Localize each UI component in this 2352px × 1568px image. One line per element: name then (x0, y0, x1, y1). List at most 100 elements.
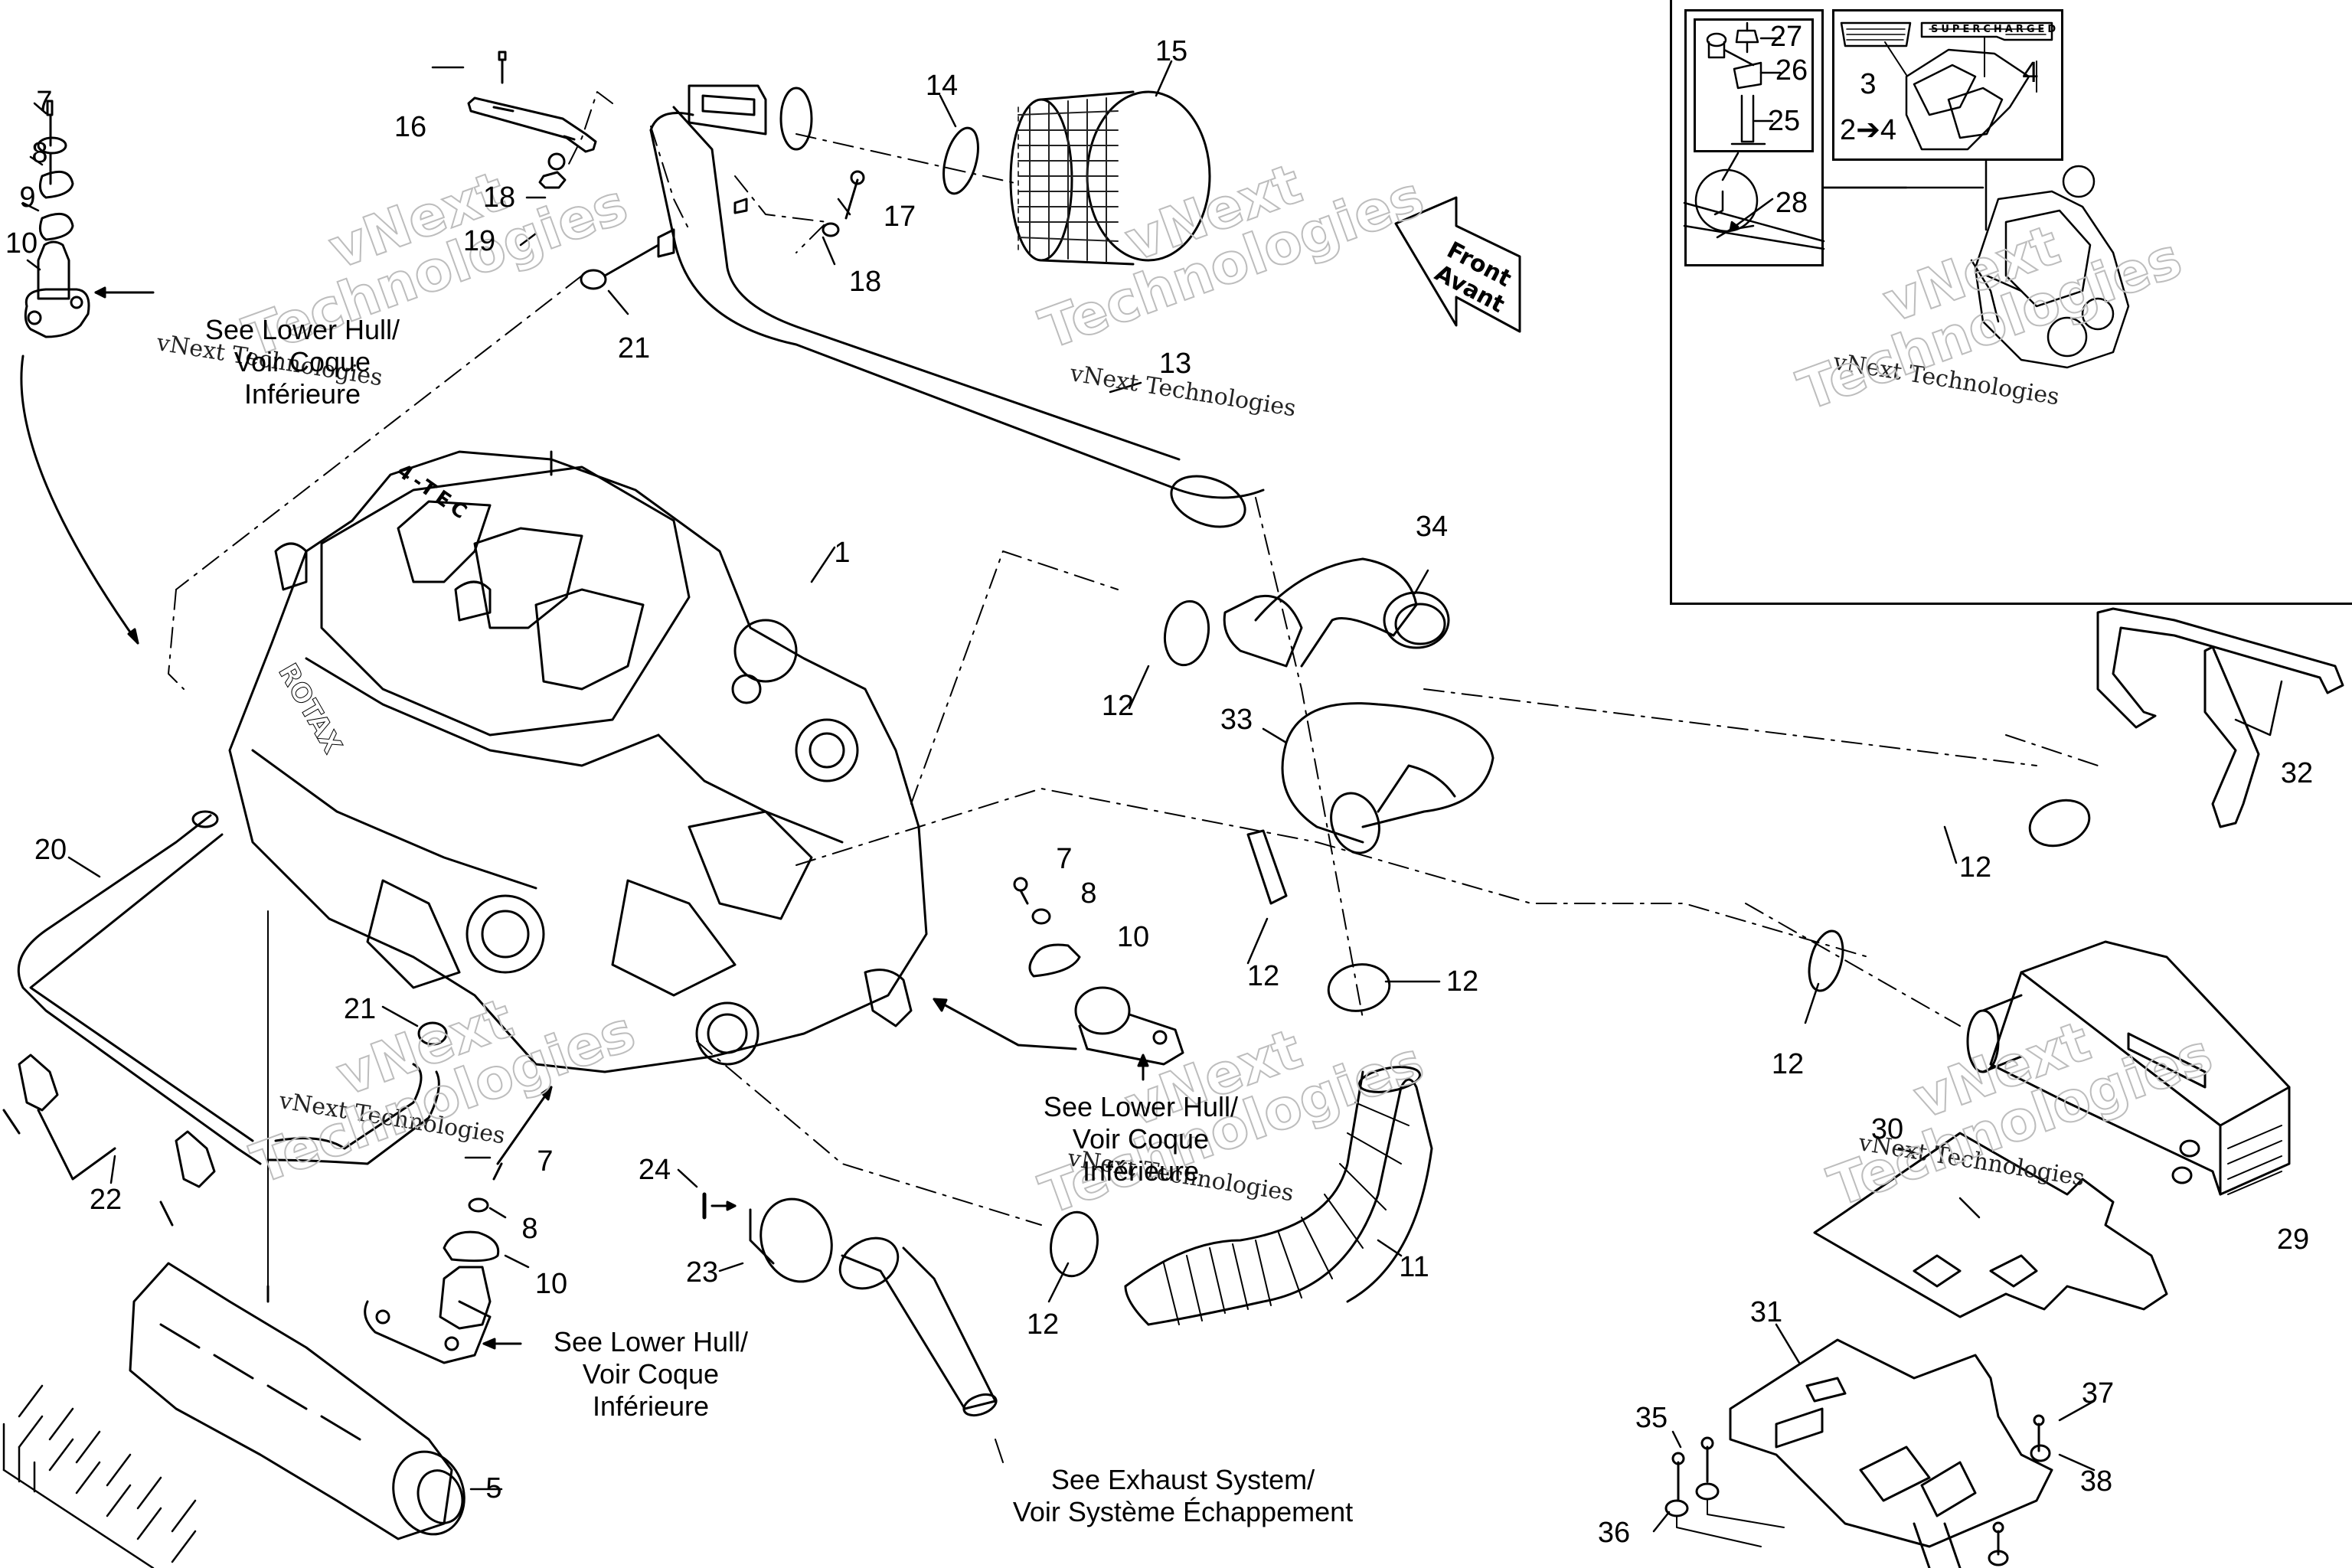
callout-11[interactable]: 11 (1399, 1251, 1429, 1283)
note-lower-hull-bottom: See Lower Hull/ Voir Coque Inférieure (554, 1326, 748, 1423)
note-line: Voir Coque (1072, 1123, 1210, 1155)
callout-14[interactable]: 14 (925, 70, 959, 102)
callout-5[interactable]: 5 (485, 1472, 502, 1504)
clamp-21-lower (417, 1021, 448, 1046)
engine-mount-bottom (364, 1086, 553, 1364)
washer-18 (822, 222, 840, 237)
elbow-hose-33 (1281, 702, 1494, 854)
note-line: Voir Coque (582, 1358, 720, 1390)
callout-25[interactable]: 25 (1767, 105, 1801, 137)
note-line: See Lower Hull/ (204, 314, 400, 345)
callout-7[interactable]: 7 (1056, 843, 1073, 875)
callout-9[interactable]: 9 (19, 181, 36, 214)
inset-dipstick-panel (1684, 9, 1824, 266)
note-line: Inférieure (243, 378, 361, 410)
assembly-arrow (20, 354, 139, 645)
note-line: See Lower Hull/ (553, 1326, 749, 1357)
callout-37[interactable]: 37 (2081, 1377, 2115, 1410)
plate-fasteners (1664, 1414, 2051, 1566)
hose-ribs (1163, 1102, 1410, 1325)
callout-8[interactable]: 8 (31, 137, 48, 169)
callout-8[interactable]: 8 (521, 1213, 538, 1245)
filter-mesh (1018, 97, 1119, 263)
callout-26[interactable]: 26 (1775, 54, 1808, 87)
callout-2-to-4[interactable]: 2➔4 (1839, 114, 1897, 146)
callout-12[interactable]: 12 (1101, 690, 1135, 722)
callout-12[interactable]: 12 (1446, 965, 1479, 998)
note-line: Inférieure (1082, 1155, 1200, 1187)
callout-3[interactable]: 3 (1860, 68, 1877, 100)
clamp-12-right (1808, 929, 1844, 992)
note-line: See Lower Hull/ (1043, 1091, 1239, 1122)
note-lower-hull-left: See Lower Hull/ Voir Coque Inférieure (205, 314, 400, 410)
manifold-bolts (2, 1384, 197, 1568)
callout-33[interactable]: 33 (1220, 704, 1253, 736)
callout-4[interactable]: 4 (2022, 57, 2039, 89)
callout-10[interactable]: 10 (5, 227, 38, 260)
engine-1 (228, 450, 928, 1073)
hose-clips-22 (2, 1054, 216, 1227)
callout-18[interactable]: 18 (482, 181, 516, 214)
note-line: Voir Système Échappement (1012, 1496, 1354, 1527)
note-exhaust-system: See Exhaust System/ Voir Système Échappe… (1013, 1464, 1353, 1528)
callout-18[interactable]: 18 (848, 266, 882, 298)
clamp-12-strap (1246, 829, 1288, 905)
intake-tube-13 (649, 84, 1265, 528)
callout-22[interactable]: 22 (89, 1184, 122, 1216)
vent-hose-20 (17, 810, 440, 1165)
callout-1[interactable]: 1 (834, 537, 851, 569)
callout-23[interactable]: 23 (685, 1256, 719, 1289)
inset-decal-text: SUPERCHARGED (1931, 24, 2060, 35)
inset-frame-outer (1670, 0, 2352, 605)
inset-dipstick-detail (1694, 18, 1814, 152)
note-line: Inférieure (592, 1390, 710, 1422)
callout-20[interactable]: 20 (34, 834, 67, 866)
callout-13[interactable]: 13 (1158, 348, 1192, 380)
callout-31[interactable]: 31 (1749, 1296, 1783, 1328)
callout-12[interactable]: 12 (1246, 960, 1280, 992)
callout-12[interactable]: 12 (1771, 1048, 1805, 1080)
callout-19[interactable]: 19 (462, 225, 496, 257)
callout-7[interactable]: 7 (537, 1145, 554, 1178)
mounting-plate-31 (1729, 1338, 2053, 1568)
engine-mount-center (933, 877, 1184, 1081)
callout-29[interactable]: 29 (2276, 1223, 2310, 1256)
callout-21[interactable]: 21 (617, 332, 651, 364)
callout-38[interactable]: 38 (2079, 1465, 2113, 1498)
engine-mount-left (24, 100, 155, 338)
callout-16[interactable]: 16 (394, 111, 427, 143)
callout-36[interactable]: 36 (1597, 1517, 1631, 1549)
callout-7[interactable]: 7 (36, 86, 53, 118)
clamp-21-upper (580, 269, 607, 290)
callout-8[interactable]: 8 (1080, 877, 1097, 910)
front-direction-arrow (1394, 196, 1521, 333)
callout-34[interactable]: 34 (1415, 511, 1449, 543)
callout-21[interactable]: 21 (343, 993, 377, 1025)
note-line: See Exhaust System/ (1050, 1464, 1315, 1495)
straps-32 (2096, 607, 2344, 828)
callout-10[interactable]: 10 (1116, 921, 1150, 953)
callout-24[interactable]: 24 (638, 1154, 671, 1186)
inset-decal-panel (1832, 9, 2063, 161)
clamp-12-lower-left (1050, 1210, 1099, 1278)
note-lower-hull-center: See Lower Hull/ Voir Coque Inférieure (1044, 1091, 1238, 1187)
callout-12[interactable]: 12 (1958, 851, 1992, 884)
callout-15[interactable]: 15 (1155, 35, 1188, 67)
bracket-16 (467, 51, 597, 189)
callout-10[interactable]: 10 (534, 1268, 568, 1300)
callout-17[interactable]: 17 (883, 201, 916, 233)
clamp-12-far-right (2028, 799, 2091, 848)
clamp-14 (942, 126, 979, 195)
note-line: Voir Coque (234, 346, 371, 377)
callout-28[interactable]: 28 (1775, 187, 1808, 219)
intercooler-29 (1966, 940, 2291, 1196)
callout-30[interactable]: 30 (1870, 1113, 1904, 1145)
callout-27[interactable]: 27 (1769, 21, 1803, 53)
assembly-guide-lines (168, 91, 2099, 1226)
callout-12[interactable]: 12 (1026, 1308, 1060, 1341)
callout-35[interactable]: 35 (1635, 1402, 1668, 1434)
callout-32[interactable]: 32 (2280, 757, 2314, 789)
callout-leaders (21, 60, 2283, 1533)
